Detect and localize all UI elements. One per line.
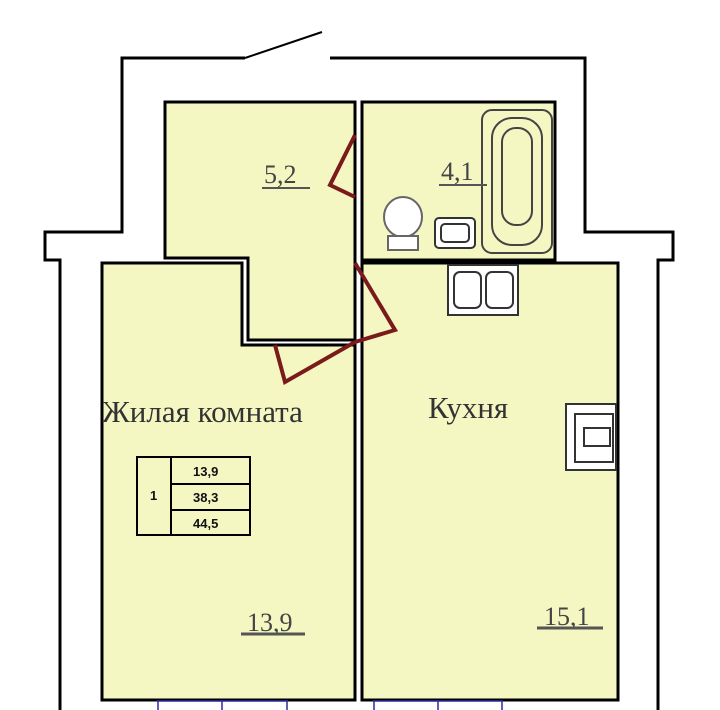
kitchen-area: 15,1 [544, 602, 590, 631]
bathtub-icon [481, 109, 553, 254]
room-living [100, 261, 357, 702]
living-room-area: 13,9 [247, 608, 293, 637]
outer-wall [43, 56, 245, 710]
area-summary-table [136, 456, 251, 536]
outer-wall [330, 56, 675, 710]
bathroom-area: 4,1 [441, 157, 474, 186]
kitchen-name: Кухня [428, 390, 508, 425]
entrance-door [244, 31, 323, 59]
room-kitchen [360, 261, 620, 702]
kitchen-sink-icon [447, 264, 519, 316]
living-room-name: Жилая комната [102, 394, 303, 429]
total-area-value: 44,5 [193, 516, 218, 531]
stove-icon [565, 403, 617, 471]
hall-area: 5,2 [264, 160, 297, 189]
washbasin-icon [434, 217, 476, 249]
windows [157, 700, 503, 710]
usable-area-value: 38,3 [193, 490, 218, 505]
door-swings [273, 134, 399, 386]
toilet-icon [383, 196, 423, 251]
room-hall [163, 100, 357, 342]
rooms-count: 1 [150, 488, 157, 503]
living-area-value: 13,9 [193, 464, 218, 479]
